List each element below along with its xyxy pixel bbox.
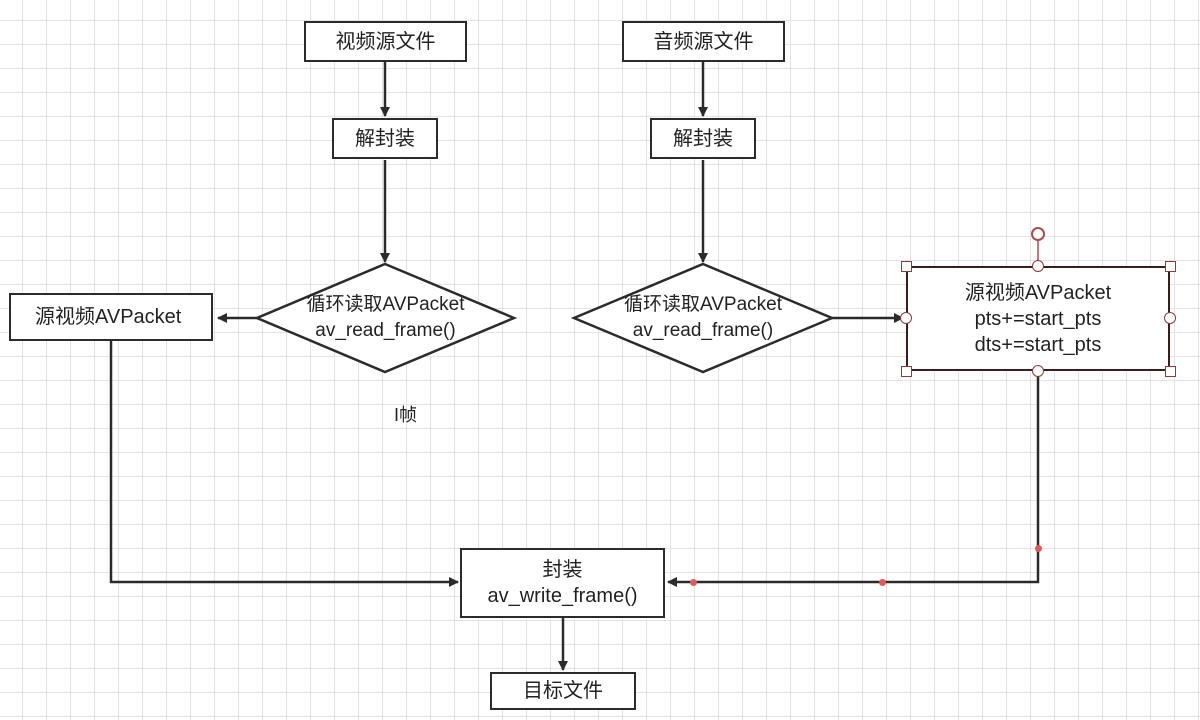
audio-packet-box[interactable]: 源视频AVPacket pts+=start_pts dts+=start_pt… — [906, 266, 1170, 371]
audio-packet-line-3: dts+=start_pts — [974, 333, 1102, 356]
arrow-video-packet-to-mux[interactable] — [109, 341, 459, 587]
waypoint-handle[interactable] — [690, 579, 697, 586]
resize-handle-bottom[interactable] — [1032, 365, 1044, 377]
rotate-handle[interactable] — [1031, 227, 1045, 241]
audio-source-label: 音频源文件 — [653, 30, 754, 53]
target-label: 目标文件 — [523, 680, 603, 702]
mux-box[interactable]: 封装 av_write_frame() — [460, 548, 665, 618]
resize-handle-top[interactable] — [1032, 260, 1044, 272]
audio-loop-text: 循环读取AVPacket av_read_frame() — [574, 288, 832, 348]
arrow-audio-packet-to-mux[interactable] — [667, 371, 1040, 587]
resize-handle-right[interactable] — [1164, 312, 1176, 324]
video-loop-line-2: av_read_frame() — [315, 320, 456, 341]
video-packet-label: 源视频AVPacket — [35, 306, 182, 328]
resize-handle-left[interactable] — [900, 312, 912, 324]
video-loop-line-1: 循环读取AVPacket — [306, 294, 465, 315]
audio-loop-line-2: av_read_frame() — [632, 320, 774, 341]
video-source-box[interactable]: 视频源文件 — [304, 21, 467, 62]
resize-handle-bottom-right[interactable] — [1165, 366, 1176, 377]
audio-packet-line-1: 源视频AVPacket — [964, 281, 1112, 304]
target-box[interactable]: 目标文件 — [490, 672, 636, 710]
video-packet-box[interactable]: 源视频AVPacket — [9, 293, 213, 341]
audio-loop-line-1: 循环读取AVPacket — [623, 294, 783, 315]
waypoint-handle[interactable] — [1035, 545, 1042, 552]
video-loop-diamond[interactable] — [253, 262, 518, 374]
video-source-label: 视频源文件 — [335, 30, 436, 53]
resize-handle-top-right[interactable] — [1165, 261, 1176, 272]
video-demux-box[interactable]: 解封装 — [332, 118, 438, 159]
audio-loop-diamond[interactable] — [570, 262, 836, 374]
audio-source-box[interactable]: 音频源文件 — [622, 21, 785, 62]
video-loop-text: 循环读取AVPacket av_read_frame() — [257, 288, 514, 348]
video-demux-label: 解封装 — [355, 127, 415, 150]
resize-handle-top-left[interactable] — [901, 261, 912, 272]
resize-handle-bottom-left[interactable] — [901, 366, 912, 377]
waypoint-handle[interactable] — [879, 579, 886, 586]
i-frame-note[interactable]: I帧 — [394, 405, 418, 425]
audio-demux-label: 解封装 — [673, 127, 733, 150]
audio-demux-box[interactable]: 解封装 — [650, 118, 756, 159]
mux-line-1: 封装 — [542, 559, 583, 581]
mux-line-2: av_write_frame() — [487, 585, 638, 607]
audio-packet-line-2: pts+=start_pts — [974, 307, 1102, 330]
